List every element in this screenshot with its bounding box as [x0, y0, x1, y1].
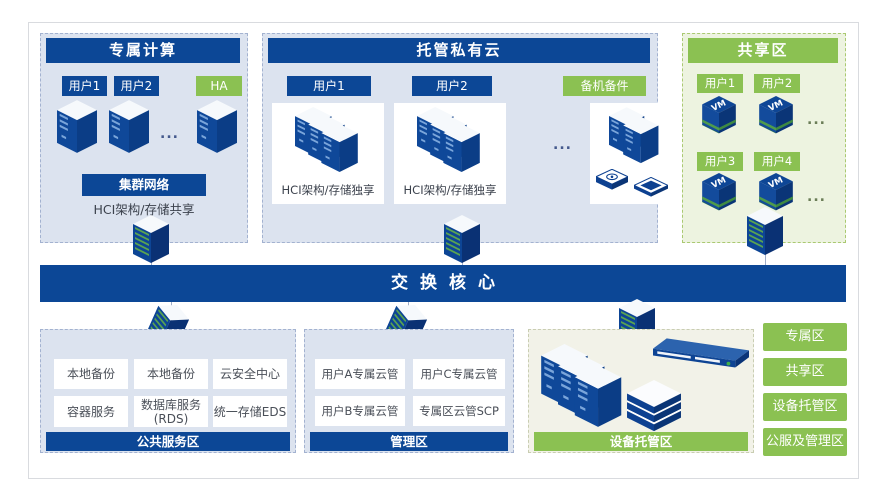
ellipsis: ... [807, 112, 826, 128]
ellipsis: ... [807, 189, 826, 205]
server-tower-icon [109, 100, 149, 153]
chip-icon [634, 177, 668, 197]
user2-label: 用户2 [754, 74, 800, 93]
service-card: 用户A专属云管 [315, 359, 405, 389]
user2-label: 用户2 [114, 76, 159, 96]
hci-card-user1: HCI架构/存储独享 [272, 103, 384, 204]
server-cluster-icon [295, 107, 359, 173]
server-cluster-icon [609, 107, 659, 164]
legend-item-public-management: 公服及管理区 [763, 428, 847, 456]
user2-label: 用户2 [412, 76, 492, 96]
user4-label: 用户4 [754, 152, 800, 171]
server-cluster-icon [417, 107, 481, 173]
panel-equipment-hosting-zone: 设备托管区 [528, 329, 754, 453]
zone-footer-management: 管理区 [310, 432, 508, 451]
ellipsis: ... [553, 137, 572, 153]
user1-label: 用户1 [697, 74, 743, 93]
panel-public-service-zone: 本地备份 本地备份 云安全中心 容器服务 数据库服务(RDS) 统一存储EDS … [40, 329, 296, 453]
vm-icon [759, 96, 793, 134]
spare-parts-label: 备机备件 [563, 76, 646, 96]
panel-shared-zone: 共享区 用户1 用户2 ... 用户3 用户4 ... [682, 33, 846, 243]
panel-shared-title: 共享区 [688, 38, 838, 63]
panel-dedicated-title: 专属计算 [46, 38, 240, 63]
zone-footer-equipment-hosting: 设备托管区 [534, 432, 748, 451]
user1-label: 用户1 [62, 76, 107, 96]
disk-icon [596, 169, 628, 191]
hci-card-user2: HCI架构/存储独享 [394, 103, 506, 204]
switch-icon [133, 215, 169, 263]
service-card: 专属区云管SCP [413, 396, 505, 426]
core-switch-bar: 交换核心 [40, 265, 846, 302]
zone-footer-public-service: 公共服务区 [46, 432, 290, 451]
service-card: 云安全中心 [213, 359, 287, 389]
ha-label: HA [196, 76, 242, 96]
service-card: 容器服务 [54, 396, 128, 427]
service-card: 数据库服务(RDS) [134, 396, 208, 427]
service-card: 用户C专属云管 [413, 359, 505, 389]
vm-icon [702, 96, 736, 134]
hci-architecture-text: HCI架构/存储独享 [403, 183, 497, 197]
service-card: 用户B专属云管 [315, 396, 405, 426]
ellipsis: ... [160, 126, 179, 142]
hci-architecture-text: HCI架构/存储共享 [93, 202, 195, 217]
hci-architecture-text: HCI架构/存储独享 [281, 183, 375, 197]
storage-icon [627, 380, 681, 432]
legend-item-dedicated: 专属区 [763, 323, 847, 351]
switch-icon [444, 215, 480, 263]
panel-hosted-private-cloud: 托管私有云 用户1 用户2 备机备件 HCI架构/存储独享 HCI架构/存储独享… [262, 33, 678, 243]
rack-switch-icon [653, 338, 749, 368]
panel-hosted-title: 托管私有云 [268, 38, 650, 63]
legend-item-shared: 共享区 [763, 358, 847, 386]
server-tower-icon [197, 100, 237, 153]
user1-label: 用户1 [287, 76, 371, 96]
panel-management-zone: 用户A专属云管 用户C专属云管 用户B专属云管 专属区云管SCP 管理区 [304, 329, 514, 453]
panel-dedicated-computing: 专属计算 用户1 用户2 HA ... 集群网络 HCI架构/存储共享 [40, 33, 248, 243]
switch-icon [747, 207, 783, 255]
user3-label: 用户3 [697, 152, 743, 171]
diagram-frame: 专属计算 用户1 用户2 HA ... 集群网络 HCI架构/存储共享 托管私有… [28, 22, 859, 479]
server-tower-icon [57, 100, 97, 153]
legend-item-equipment-hosting: 设备托管区 [763, 393, 847, 421]
cluster-network-label: 集群网络 [82, 174, 206, 196]
spare-parts-card [590, 103, 678, 204]
service-card: 本地备份 [134, 359, 208, 389]
service-card: 统一存储EDS [213, 396, 287, 427]
server-cluster-icon [541, 344, 623, 428]
service-card: 本地备份 [54, 359, 128, 389]
vm-icon [702, 173, 736, 211]
